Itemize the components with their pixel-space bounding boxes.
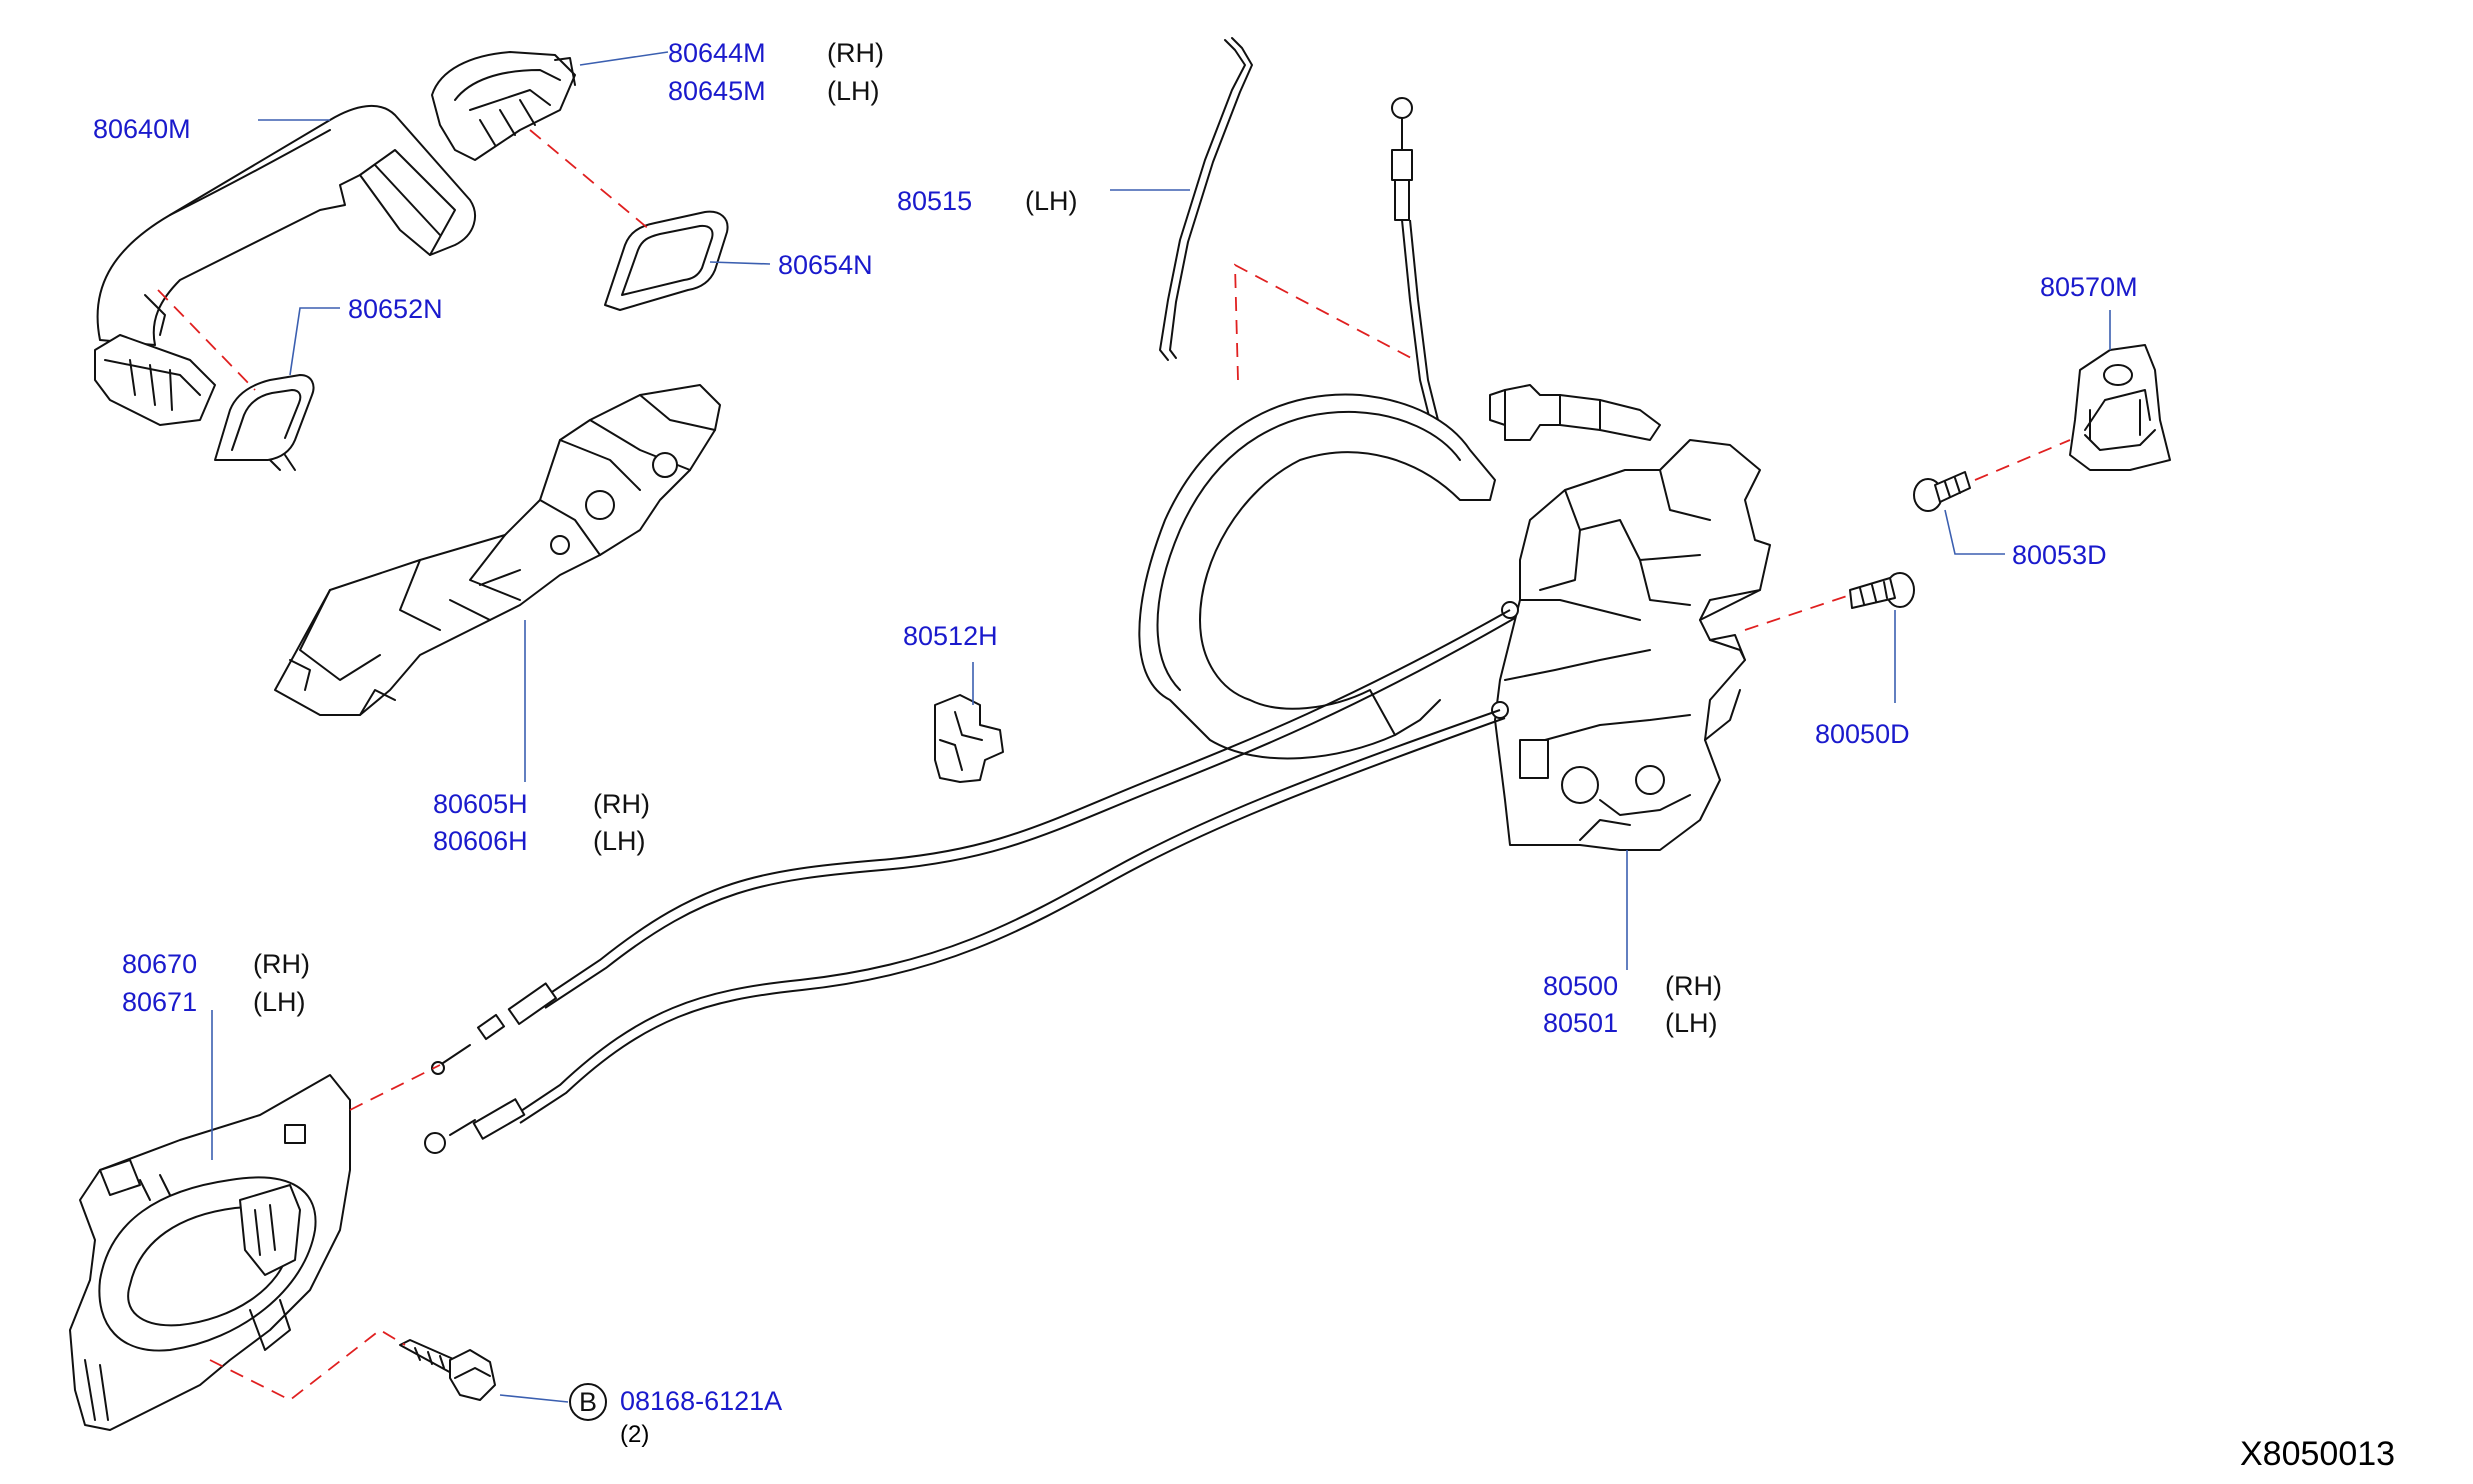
phantom-lines xyxy=(157,129,2071,1402)
label-80670-side: (RH) xyxy=(253,949,310,979)
label-80606H-side: (LH) xyxy=(593,826,646,856)
door-lock-actuator-drawing xyxy=(1489,384,1771,851)
striker-drawing xyxy=(2069,344,2171,471)
label-80605H: 80605H xyxy=(433,789,528,819)
label-80644M-side: (RH) xyxy=(827,38,884,68)
striker-screw-drawing xyxy=(1913,471,1971,512)
label-80640M: 80640M xyxy=(93,114,191,144)
label-80515-side: (LH) xyxy=(1025,186,1078,216)
escutcheon-gasket-drawing xyxy=(604,210,729,311)
label-80500-side: (RH) xyxy=(1665,971,1722,1001)
label-80645M: 80645M xyxy=(668,76,766,106)
label-80606H: 80606H xyxy=(433,826,528,856)
label-80645M-side: (LH) xyxy=(827,76,880,106)
label-80644M: 80644M xyxy=(668,38,766,68)
callout-labels: 80640M 80644M (RH) 80645M (LH) 80654N 80… xyxy=(93,38,2395,1473)
label-80512H: 80512H xyxy=(903,621,998,651)
handle-escutcheon-drawing xyxy=(431,51,576,161)
label-80654N: 80654N xyxy=(778,250,873,280)
long-cables-drawing xyxy=(424,609,1516,1154)
bolt-callout-circle xyxy=(569,1383,607,1421)
actuator-screw-drawing xyxy=(1849,572,1915,609)
label-80570M: 80570M xyxy=(2040,272,2138,302)
bolt-callout-letter: B xyxy=(579,1387,597,1417)
handle-bracket-drawing xyxy=(274,384,721,716)
grip-gasket-drawing xyxy=(214,374,315,471)
bolt-quantity: (2) xyxy=(620,1421,649,1448)
bolt-drawing xyxy=(399,1339,496,1401)
label-80605H-side: (RH) xyxy=(593,789,650,819)
figure-code: X8050013 xyxy=(2240,1435,2395,1473)
label-80670: 80670 xyxy=(122,949,197,979)
label-80050D: 80050D xyxy=(1815,719,1910,749)
label-80652N: 80652N xyxy=(348,294,443,324)
label-08168-6121A: 08168-6121A xyxy=(620,1386,782,1416)
inside-handle-drawing xyxy=(69,1074,351,1431)
lock-rod-drawing xyxy=(1159,37,1253,361)
label-80501: 80501 xyxy=(1543,1008,1618,1038)
label-80501-side: (LH) xyxy=(1665,1008,1718,1038)
label-80515: 80515 xyxy=(897,186,972,216)
cable-clip-drawing xyxy=(934,694,1004,783)
label-80053D: 80053D xyxy=(2012,540,2107,570)
label-80671: 80671 xyxy=(122,987,197,1017)
cable-loop-guide-drawing xyxy=(1138,393,1496,760)
label-80671-side: (LH) xyxy=(253,987,306,1017)
label-80500: 80500 xyxy=(1543,971,1618,1001)
outside-handle-grip-drawing xyxy=(94,104,476,426)
leader-lines xyxy=(211,51,2111,1403)
